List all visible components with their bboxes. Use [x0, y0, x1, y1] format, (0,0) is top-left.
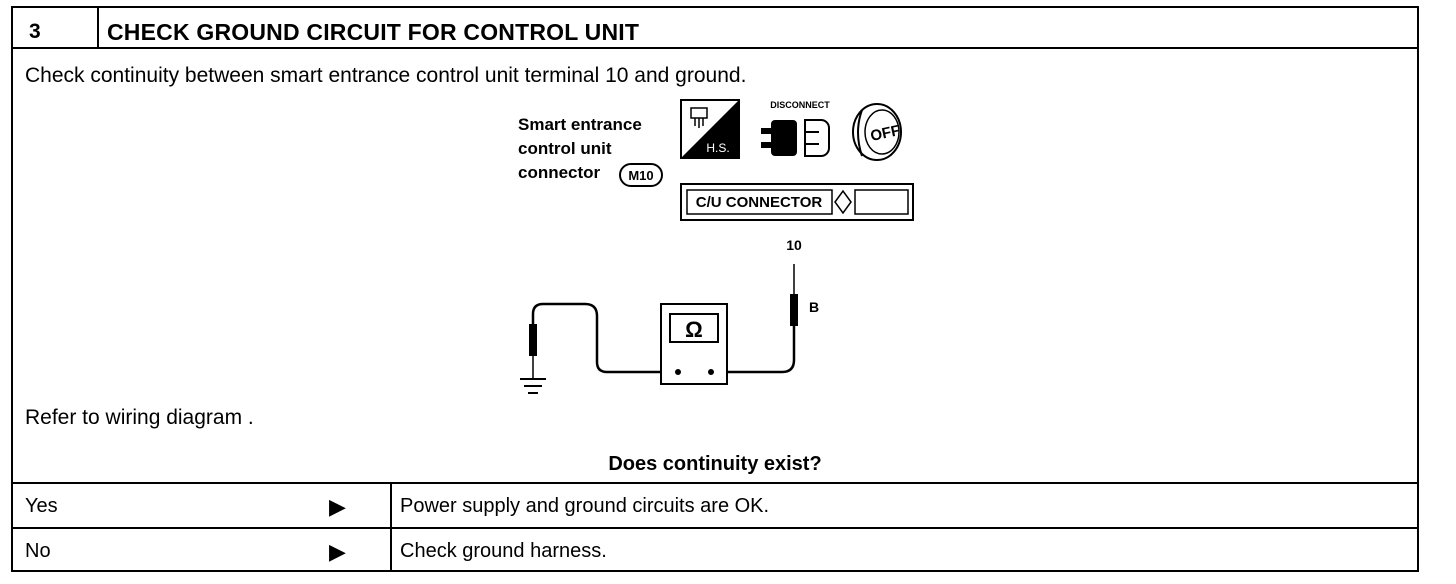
result-row-divider — [13, 527, 1417, 529]
ignition-off-label: OFF — [869, 122, 902, 145]
positive-probe — [713, 264, 798, 374]
ignition-off-icon: OFF — [852, 103, 902, 161]
terminal-number: 10 — [786, 237, 802, 253]
result-column-divider — [390, 482, 392, 570]
disconnect-icon: DISCONNECT — [761, 100, 830, 157]
harness-side-icon: H.S. — [680, 99, 740, 159]
ohm-symbol: Ω — [685, 317, 703, 342]
continuity-check-diagram: Smart entrance control unit connector M1… — [518, 99, 914, 394]
result-yes-action: Power supply and ground circuits are OK. — [400, 495, 770, 517]
connector-label-line-1: Smart entrance — [518, 115, 642, 134]
continuity-question: Does continuity exist? — [608, 453, 822, 475]
wiring-diagram-reference: Refer to wiring diagram . — [25, 406, 254, 429]
result-no-action: Check ground harness. — [400, 540, 607, 562]
header-divider — [13, 47, 1417, 49]
cu-connector-tag: C/U CONNECTOR — [680, 183, 914, 221]
ohmmeter: Ω — [660, 303, 728, 385]
question-divider — [13, 482, 1417, 484]
harness-side-label: H.S. — [706, 141, 729, 155]
step-number-divider — [97, 8, 99, 49]
step-title: CHECK GROUND CIRCUIT FOR CONTROL UNIT — [107, 19, 640, 45]
connector-label-line-3: connector — [518, 163, 601, 182]
result-yes-answer: Yes — [25, 495, 58, 517]
result-no-arrow-icon: ▶ — [329, 539, 346, 564]
disconnect-label: DISCONNECT — [770, 100, 830, 110]
ground-icon — [520, 378, 546, 394]
result-no-answer: No — [25, 540, 51, 562]
diagnostic-step-table: 3 CHECK GROUND CIRCUIT FOR CONTROL UNIT … — [11, 6, 1419, 572]
connector-code-badge: M10 — [619, 163, 663, 187]
connector-code: M10 — [628, 168, 653, 183]
connector-label-line-2: control unit — [518, 139, 612, 158]
step-number: 3 — [29, 20, 41, 43]
instruction-text: Check continuity between smart entrance … — [25, 64, 747, 87]
result-yes-arrow-icon: ▶ — [329, 494, 346, 519]
wire-color-code: B — [809, 299, 819, 315]
negative-probe — [529, 302, 677, 378]
cu-connector-label: C/U CONNECTOR — [696, 194, 823, 211]
